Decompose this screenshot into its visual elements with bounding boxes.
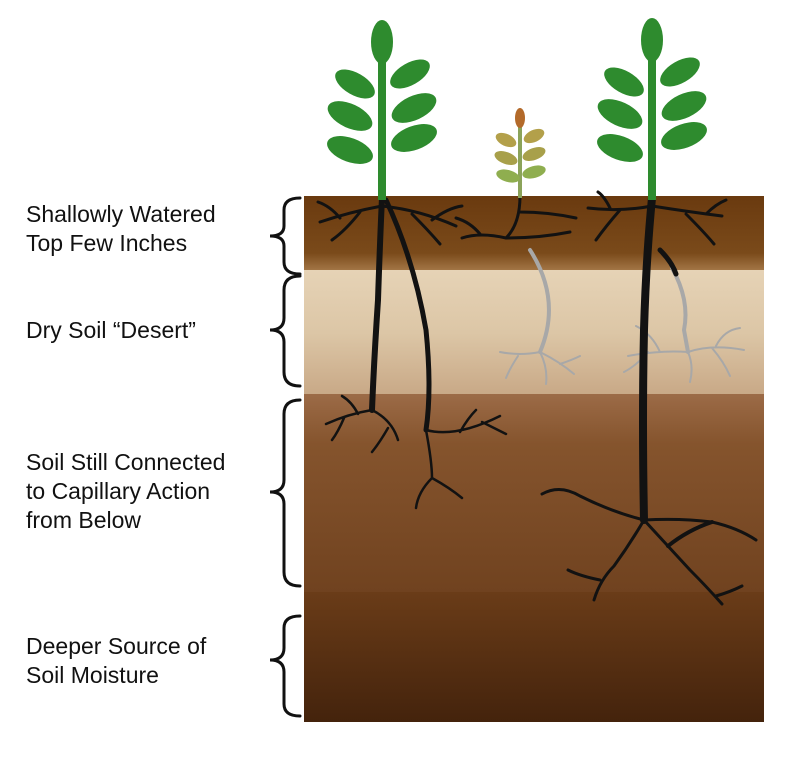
right-plant <box>597 18 707 200</box>
label-line: Deeper Source of <box>26 633 207 659</box>
label-dry-soil: Dry Soil “Desert” <box>26 316 196 345</box>
layer-braces <box>269 196 302 718</box>
label-shallow-watered: Shallowly Watered Top Few Inches <box>26 200 216 258</box>
roots <box>316 190 758 606</box>
right-plant-taproot <box>639 194 656 524</box>
brace-topsoil <box>269 196 302 276</box>
label-deep-moisture: Deeper Source of Soil Moisture <box>26 632 206 690</box>
label-line: Soil Still Connected <box>26 449 226 475</box>
label-line: to Capillary Action <box>26 478 211 504</box>
brace-connected-soil <box>269 398 302 588</box>
label-line: from Below <box>26 507 142 533</box>
deep-soil-layer <box>304 592 764 722</box>
brace-dry-soil <box>269 274 302 388</box>
label-line: Soil Moisture <box>26 662 159 688</box>
left-plant-taproot-a <box>369 195 385 413</box>
connected-soil-layer <box>304 394 764 594</box>
label-line: Top Few Inches <box>26 230 188 256</box>
left-plant-taproot-b <box>383 197 432 433</box>
brace-deep-soil <box>269 614 302 718</box>
label-line: Shallowly Watered <box>26 201 216 227</box>
label-line: Dry Soil “Desert” <box>26 317 196 343</box>
seedling-plant <box>494 108 546 198</box>
left-plant <box>327 20 437 200</box>
seedling-root <box>454 194 578 240</box>
label-capillary-soil: Soil Still Connected to Capillary Action… <box>26 448 225 535</box>
